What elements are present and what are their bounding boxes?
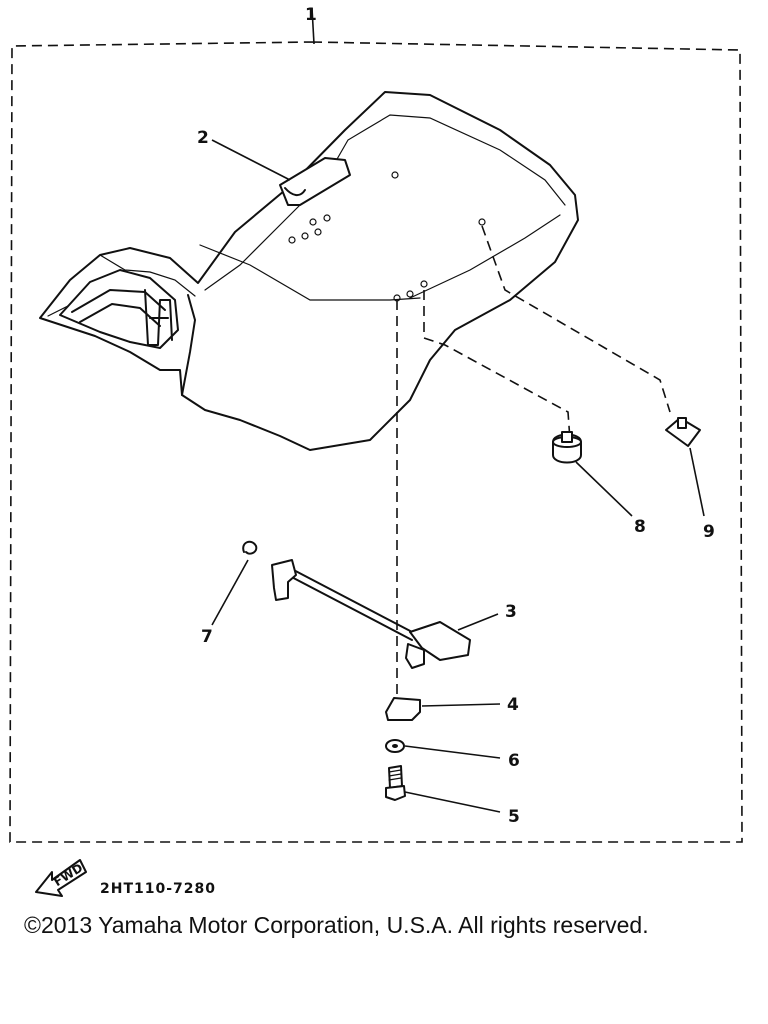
- callout-1-leader: [311, 7, 315, 45]
- callout-1: 1: [305, 5, 317, 25]
- callout-7: 7: [201, 627, 213, 647]
- callout-leaders: [211, 139, 705, 813]
- clip-nut-part-9: [665, 417, 701, 447]
- part-code: 2HT110-7280: [100, 881, 216, 897]
- callout-6: 6: [508, 751, 520, 771]
- forward-arrow-icon: FWD: [35, 859, 87, 897]
- callout-9: 9: [703, 522, 715, 542]
- assembly-guides: [396, 225, 671, 710]
- assembly-boundary: [9, 41, 743, 843]
- fwd-label: FWD: [51, 861, 85, 890]
- washer-part-6: [385, 739, 405, 753]
- callout-8: 8: [634, 517, 646, 537]
- callout-3: 3: [505, 602, 517, 622]
- mounting-holes: [288, 171, 486, 302]
- seat: [39, 91, 579, 451]
- bolt-part-5: [385, 765, 406, 801]
- callout-2: 2: [197, 128, 209, 148]
- clip-part-7: [242, 540, 258, 555]
- callout-4: 4: [507, 695, 519, 715]
- copyright-notice: ©2013 Yamaha Motor Corporation, U.S.A. A…: [24, 912, 649, 938]
- seat-lock-rod-part-3: [271, 559, 471, 669]
- damper-part-8: [552, 431, 582, 464]
- lock-bracket-part-4: [385, 697, 421, 721]
- callout-5: 5: [508, 807, 520, 827]
